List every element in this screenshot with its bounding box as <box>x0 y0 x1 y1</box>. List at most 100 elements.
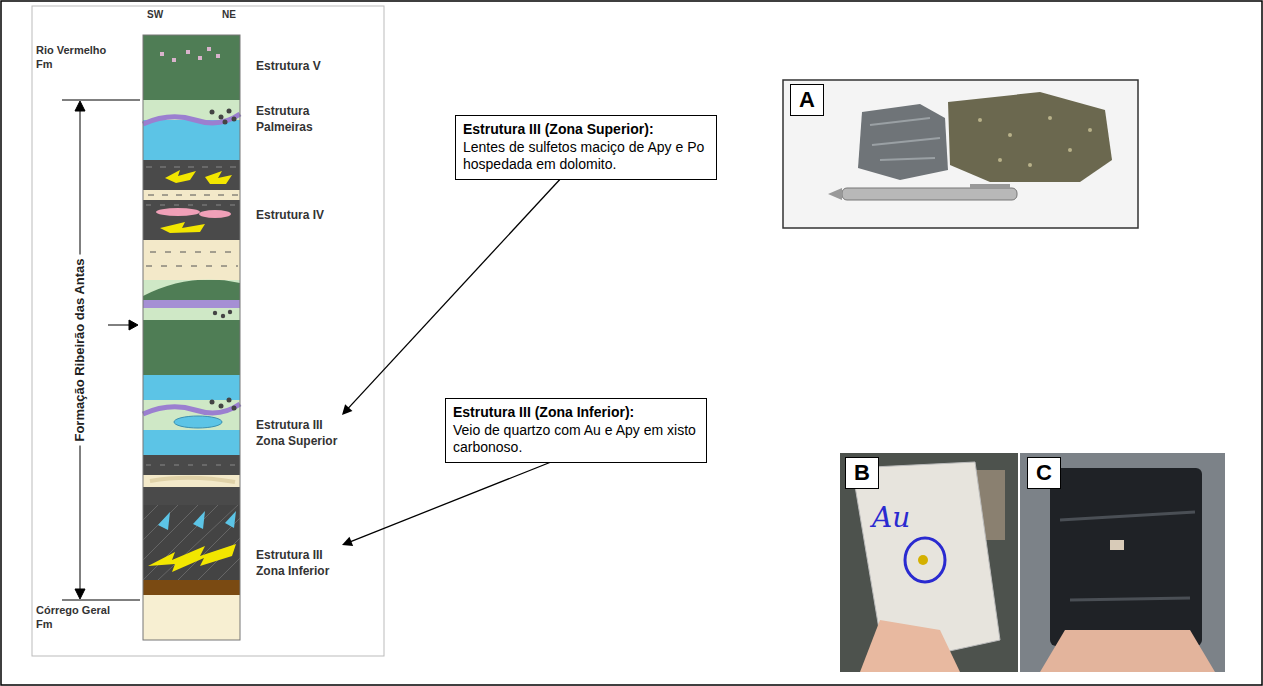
photo-a-part-part <box>1048 116 1052 120</box>
formation-bracket-part <box>108 325 130 326</box>
photo-c-part <box>1050 468 1202 646</box>
structure-label: Estrutura IV <box>256 208 366 224</box>
strat-column-part-part <box>158 505 238 580</box>
panel-letter-box: B <box>845 457 879 489</box>
core-marking: Au <box>872 500 910 535</box>
callout-heading: Estrutura III (Zona Inferior): <box>453 404 699 422</box>
strat-column-part <box>198 56 202 60</box>
photo-a-part-part <box>1028 163 1032 167</box>
panel-letter-box: C <box>1027 457 1061 489</box>
structure-label: Estrutura III Zona Superior <box>256 418 348 449</box>
photo-c <box>1020 453 1225 672</box>
strat-column-part <box>150 478 235 482</box>
callout-body: Lentes de sulfetos maciço de Apy e Po ho… <box>463 139 709 174</box>
photo-c-part <box>1060 512 1195 600</box>
photo-a-part-part <box>1088 128 1092 132</box>
callout-box: Estrutura III (Zona Inferior):Veio de qu… <box>445 398 707 463</box>
arrowhead <box>342 537 353 546</box>
strat-column-part <box>143 280 240 300</box>
strat-column-part <box>232 117 237 122</box>
strat-column-part <box>193 511 205 529</box>
strat-column-part <box>165 170 196 183</box>
strat-column-part <box>143 505 240 580</box>
strat-column-part <box>160 222 205 233</box>
strat-column-part <box>143 35 240 100</box>
structure-label: Estrutura Palmeiras <box>256 104 336 135</box>
direction-label: SW <box>147 9 163 22</box>
strat-column-part <box>143 190 240 200</box>
photo-c-part <box>1040 630 1215 672</box>
photo-b-part <box>905 538 945 582</box>
photo-a <box>783 80 1138 228</box>
formation-bracket <box>62 100 140 600</box>
column-panel <box>32 6 384 656</box>
strat-column-part <box>143 280 240 296</box>
strat-column-part <box>146 465 238 466</box>
strat-column-part <box>143 300 240 308</box>
strat-column-part <box>143 114 240 124</box>
photo-c-part <box>1020 453 1225 672</box>
strat-column-part <box>143 475 240 487</box>
formation-bracket-part <box>62 600 140 601</box>
strat-column <box>143 35 240 640</box>
strat-column-part <box>148 544 236 572</box>
structure-label: Estrutura V <box>256 59 366 75</box>
photo-a-part <box>970 184 1010 188</box>
strat-column-part <box>207 47 211 51</box>
photo-b <box>840 453 1018 672</box>
strat-column-part <box>150 252 238 253</box>
strat-column-part <box>160 52 164 56</box>
photo-b-part <box>860 620 960 672</box>
strat-column-part <box>210 110 215 115</box>
strat-column-part <box>143 120 240 160</box>
strat-column-part <box>143 200 240 240</box>
strat-column-part-part <box>143 505 198 560</box>
photo-c-part <box>1110 540 1124 550</box>
strat-column-part <box>228 310 232 314</box>
strat-column-part <box>146 266 238 267</box>
strat-column-part <box>216 54 220 58</box>
strat-column-part <box>156 208 200 216</box>
callout-body: Veio de quartzo com Au e Apy em xisto ca… <box>453 422 699 457</box>
panel-letter: A <box>799 87 815 113</box>
strat-column-part <box>143 455 240 475</box>
strat-column-part <box>143 375 240 400</box>
strat-column-part-part <box>143 505 178 540</box>
formation-bracket-part <box>62 100 140 101</box>
direction-label: NE <box>222 9 236 22</box>
photo-a-part <box>870 118 940 160</box>
photo-b-part <box>918 555 928 565</box>
strat-column-part <box>172 58 176 62</box>
strat-column-part <box>186 50 190 54</box>
arrowhead <box>342 404 352 415</box>
strat-column-part <box>205 171 232 184</box>
strat-column-part <box>221 314 225 318</box>
strat-column-part <box>143 404 240 414</box>
photo-a-part-part <box>1068 148 1072 152</box>
structure-name: Estrutura III Zona Inferior <box>256 548 348 579</box>
photo-a-part <box>828 188 842 200</box>
strat-column-part <box>143 160 240 190</box>
strat-column-part <box>146 167 238 168</box>
callout-arrow <box>342 463 550 546</box>
connector-line <box>347 180 559 410</box>
panel-letter-box: A <box>790 84 824 116</box>
photo-a-part <box>783 80 1138 228</box>
strat-column-part <box>219 404 224 409</box>
formation-bracket-part <box>75 589 85 599</box>
strat-column-part-part <box>143 505 218 580</box>
structure-name: Estrutura Palmeiras <box>256 104 336 135</box>
strat-column-part <box>143 487 240 505</box>
formation-bracket-part <box>129 320 138 330</box>
photo-a-part <box>948 92 1112 182</box>
structure-label: Estrutura III Zona Inferior <box>256 548 348 579</box>
photo-a-part-part <box>998 158 1002 162</box>
structure-name: Estrutura V <box>256 59 366 75</box>
strat-column-part <box>143 320 240 375</box>
panel-letter: C <box>1036 460 1052 486</box>
strat-column-part <box>148 195 238 196</box>
strat-column-part <box>223 120 228 125</box>
strat-column-part <box>225 511 236 528</box>
